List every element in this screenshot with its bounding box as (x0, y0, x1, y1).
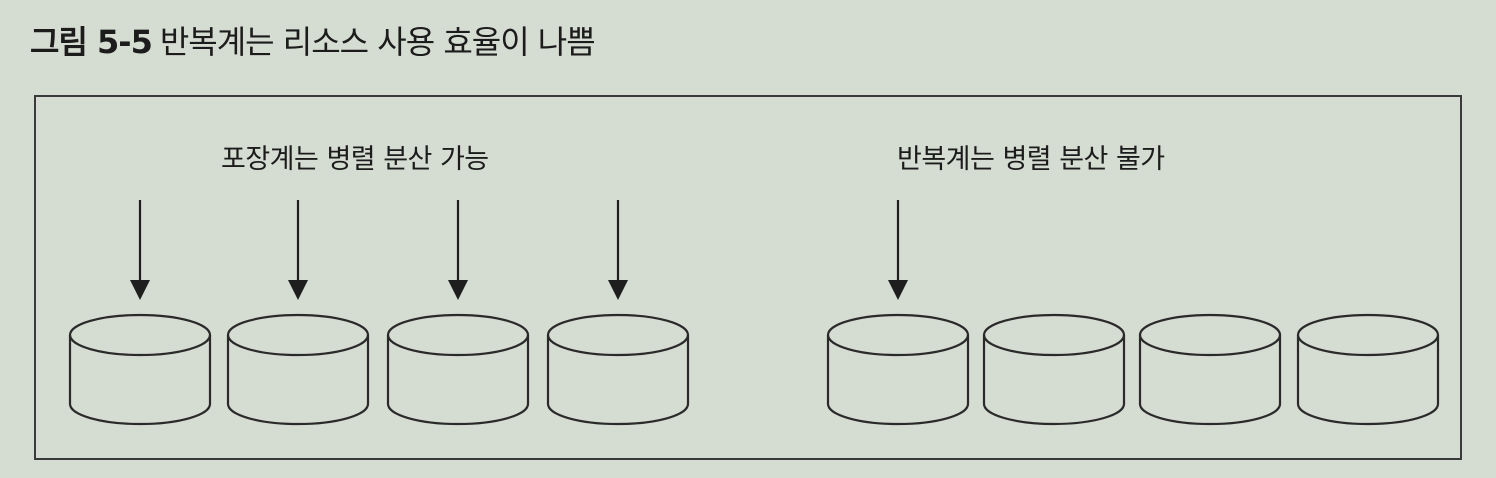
parallel-label: 포장계는 병렬 분산 가능 (221, 144, 489, 175)
arrow-4 (608, 200, 628, 300)
arrow-1 (130, 200, 150, 300)
figure-number: 그림 5-5 (30, 23, 153, 61)
database-6 (982, 313, 1126, 426)
database-5 (826, 313, 970, 426)
arrow-3 (448, 200, 468, 300)
serial-label: 반복계는 병렬 분산 불가 (897, 144, 1165, 175)
database-8 (1296, 313, 1440, 426)
database-3 (386, 313, 530, 426)
database-1 (68, 313, 212, 426)
arrow-5 (888, 200, 908, 300)
figure-title: 반복계는 리소스 사용 효율이 나쁨 (159, 23, 596, 61)
arrow-2 (288, 200, 308, 300)
database-2 (226, 313, 370, 426)
database-4 (546, 313, 690, 426)
diagram-frame (34, 95, 1462, 460)
database-7 (1138, 313, 1282, 426)
